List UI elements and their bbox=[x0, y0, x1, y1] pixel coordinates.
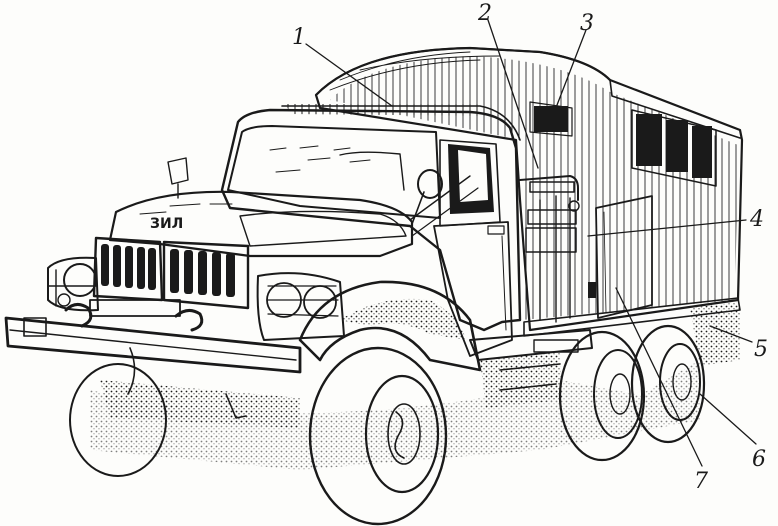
van-window bbox=[666, 120, 688, 172]
callout-6: 6 bbox=[752, 447, 766, 472]
right-headlight bbox=[303, 285, 337, 319]
callout-labels: 1 2 3 4 5 6 7 bbox=[292, 1, 768, 494]
leader-line-5 bbox=[709, 325, 753, 343]
front-left-wheel bbox=[69, 363, 167, 477]
leader-line-2 bbox=[487, 19, 539, 169]
equipment-rack bbox=[519, 175, 580, 323]
callout-5: 5 bbox=[754, 337, 768, 362]
callout-7: 7 bbox=[694, 469, 708, 494]
front-right-wheel bbox=[308, 346, 448, 526]
cab bbox=[167, 104, 522, 357]
callout-1: 1 bbox=[292, 25, 306, 50]
van-body bbox=[314, 46, 744, 366]
van-window bbox=[636, 114, 662, 166]
van-door bbox=[595, 195, 653, 319]
van-front-window bbox=[534, 106, 568, 132]
front-bumper bbox=[4, 316, 302, 374]
radiator-grille bbox=[92, 236, 250, 310]
leader-lines bbox=[305, 19, 757, 467]
van-window bbox=[692, 126, 712, 178]
callout-2: 2 bbox=[477, 1, 492, 26]
chassis bbox=[469, 329, 593, 408]
left-headlight bbox=[63, 263, 97, 297]
leader-line-7 bbox=[615, 287, 703, 467]
front-assembly bbox=[4, 256, 482, 428]
leader-line-6 bbox=[699, 393, 757, 445]
leader-line-1 bbox=[305, 43, 393, 107]
callout-4: 4 bbox=[749, 207, 764, 232]
grille-emblem: ЗИЛ bbox=[150, 216, 183, 232]
callout-3: 3 bbox=[580, 11, 594, 36]
leader-line-4 bbox=[587, 219, 747, 237]
front-winch bbox=[89, 299, 181, 317]
leader-line-3 bbox=[551, 29, 587, 119]
side-mirror bbox=[417, 169, 443, 199]
hood: ЗИЛ bbox=[108, 190, 414, 258]
